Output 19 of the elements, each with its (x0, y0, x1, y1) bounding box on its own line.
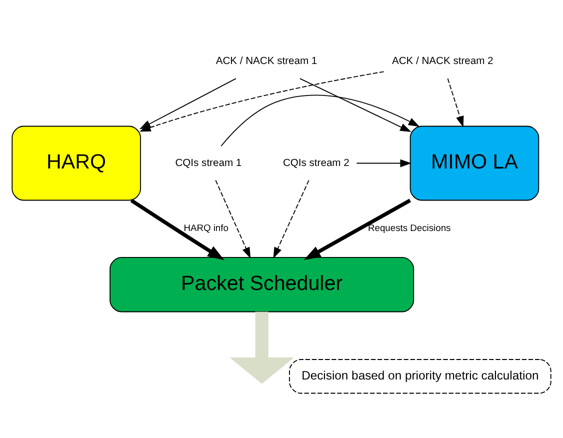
edge-label: Requests Decisions (368, 223, 451, 234)
arrow (230, 312, 294, 384)
arrow (299, 78, 412, 132)
node-text: CQIs stream 1 (175, 158, 242, 169)
arrow (215, 180, 251, 259)
arrow (273, 180, 310, 259)
arrow (356, 159, 412, 168)
node-text: ACK / NACK stream 2 (392, 56, 494, 68)
arrow (130, 198, 224, 260)
arrow (220, 94, 420, 147)
arrow (447, 78, 464, 128)
node-text: ACK / NACK stream 1 (216, 56, 318, 68)
node-box: MIMO LA (410, 126, 540, 201)
node-box: Decision based on priority metric calculation (289, 359, 552, 394)
edge-label: HARQ info (184, 223, 228, 234)
node-text: CQIs stream 2 (282, 158, 350, 169)
node-box: HARQ (12, 126, 141, 201)
node-box: Packet Scheduler (110, 256, 414, 312)
arrow (304, 198, 412, 260)
